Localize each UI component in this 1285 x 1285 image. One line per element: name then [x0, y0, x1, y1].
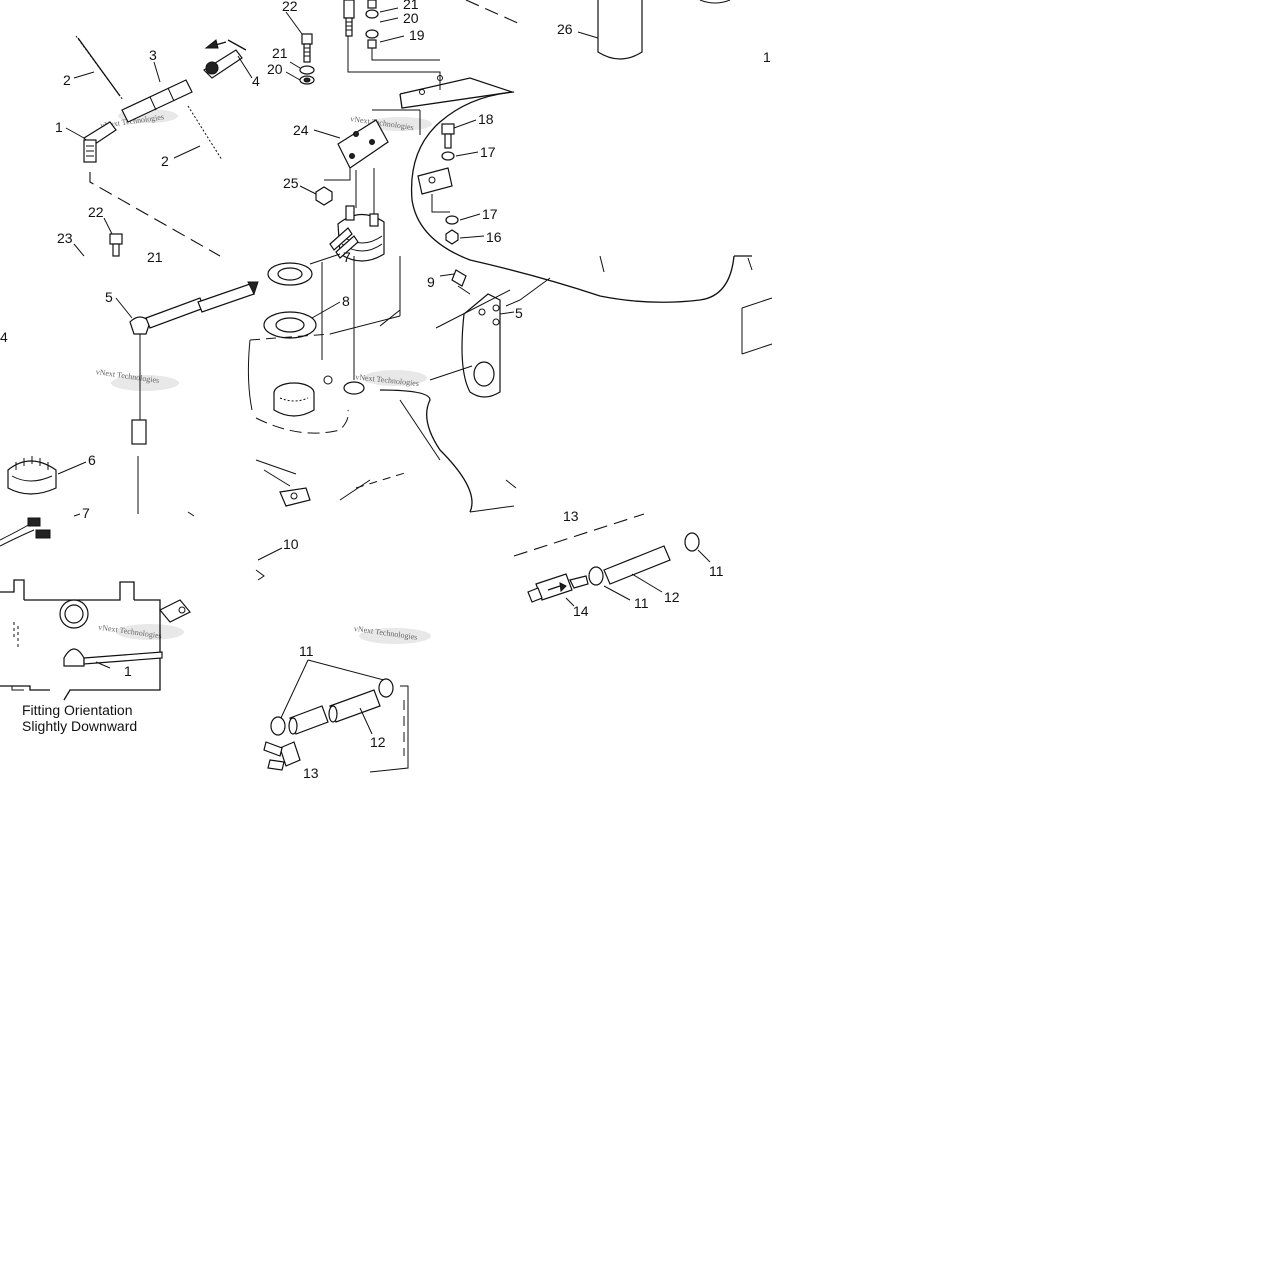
- callout-11: 11: [634, 595, 649, 611]
- callout-7: 7: [82, 505, 90, 521]
- mounting-bracket: [313, 109, 421, 181]
- caption-line-2: Slightly Downward: [22, 718, 137, 734]
- blank-area: [0, 780, 1285, 1285]
- callout-19: 19: [409, 27, 425, 43]
- cylinder-26: [577, 0, 731, 60]
- callout-21: 21: [403, 0, 419, 12]
- callout-13: 13: [303, 765, 319, 781]
- callout-11: 11: [299, 643, 314, 659]
- line-10: [255, 547, 283, 581]
- fuel-pump-top: [329, 168, 385, 262]
- nut-25: [299, 185, 333, 206]
- callout-12: 12: [370, 734, 386, 750]
- callout-26: 26: [557, 21, 573, 37]
- callout-3: 3: [149, 47, 157, 63]
- callout-14: 14: [573, 603, 589, 619]
- frame-bracket-assembly: [399, 75, 773, 398]
- bolt-stack-left: [285, 11, 315, 85]
- fuel-hose-assembly-top-left: [65, 35, 253, 257]
- callout-7: 7: [343, 249, 351, 265]
- callout-17: 17: [480, 144, 496, 160]
- callout-11: 11: [709, 563, 724, 579]
- callout-21: 21: [147, 249, 163, 265]
- callout-18: 18: [478, 111, 494, 127]
- blank-area-right: [772, 0, 1285, 780]
- callout-13: 13: [563, 508, 579, 524]
- callout-1: 1: [763, 49, 771, 65]
- callout-1: 1: [124, 663, 132, 679]
- callout-21: 21: [272, 45, 288, 61]
- callout-labels: 21 20 19 22 26 1 2 3 21 20 4 1 2 24 18 1…: [0, 0, 771, 781]
- watermark-group: vNext Technologies vNext Technologies vN…: [95, 109, 432, 644]
- callout-4: 4: [252, 73, 260, 89]
- callout-20: 20: [267, 61, 283, 77]
- callout-9: 9: [427, 274, 435, 290]
- callout-10: 10: [283, 536, 299, 552]
- callout-5: 5: [515, 305, 523, 321]
- callout-4: 4: [0, 329, 8, 345]
- callout-22: 22: [282, 0, 298, 14]
- callout-6: 6: [88, 452, 96, 468]
- callout-5: 5: [105, 289, 113, 305]
- callout-8: 8: [342, 293, 350, 309]
- callout-2: 2: [161, 153, 169, 169]
- caption-line-1: Fitting Orientation: [22, 702, 133, 718]
- callout-20: 20: [403, 10, 419, 26]
- fuel-filter-kit: [513, 513, 711, 607]
- callout-23: 23: [57, 230, 73, 246]
- fuel-sender-float: [115, 281, 259, 514]
- wire-connector: [0, 511, 195, 547]
- callout-2: 2: [63, 72, 71, 88]
- fuel-tank-center: [247, 253, 517, 513]
- callout-25: 25: [283, 175, 299, 191]
- callout-16: 16: [486, 229, 502, 245]
- callout-22: 22: [88, 204, 104, 220]
- fuel-cap-6: [7, 456, 87, 495]
- fuel-line-kit-bottom: [263, 659, 409, 773]
- bolt-stack-upper: [343, 0, 521, 90]
- tank-side-view: [0, 579, 191, 701]
- callout-24: 24: [293, 122, 309, 138]
- callout-17: 17: [482, 206, 498, 222]
- orientation-caption: Fitting Orientation Slightly Downward: [22, 702, 137, 734]
- callout-1: 1: [55, 119, 63, 135]
- callout-12: 12: [664, 589, 680, 605]
- bolt-lower-left: [73, 217, 123, 257]
